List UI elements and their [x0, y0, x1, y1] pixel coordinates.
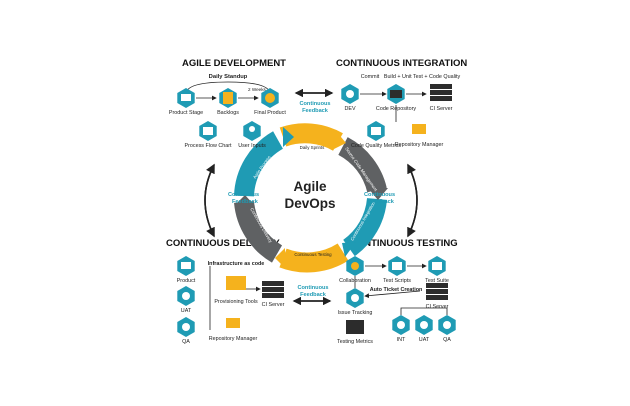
user-inputs-node: User Inputs [238, 121, 266, 149]
product-icon [181, 262, 191, 269]
feedback-right: Continuous Feedback [364, 163, 418, 238]
svg-text:Test Scripts: Test Scripts [383, 278, 411, 284]
provisioning-node: Provisioning Tools [214, 276, 258, 305]
test-scripts-node: Test Scripts [383, 256, 411, 284]
tools-icon [226, 276, 246, 290]
cycle-label-ct: Continuous Testing [294, 252, 332, 257]
folder-icon [412, 124, 426, 134]
svg-text:Feedback: Feedback [232, 199, 259, 205]
svg-text:QA: QA [443, 337, 451, 343]
repo-manager-node-cd: Repository Manager [209, 318, 258, 342]
ci-server-node-ci: CI Server [430, 84, 453, 112]
section-title-cd: CONTINUOUS DELIVERY [166, 238, 280, 249]
section-title-ct: CONTINUOUS TESTING [350, 238, 458, 249]
svg-text:INT: INT [397, 337, 406, 343]
issue-tracking-node: Issue Tracking [338, 288, 373, 316]
metrics-icon [346, 320, 364, 334]
feedback-bottom: Continuous Feedback [292, 285, 332, 306]
ci-server-node-cd: CI Server [262, 281, 285, 308]
svg-text:CI Server: CI Server [262, 302, 285, 308]
cycle-label-daily-sprints: Daily Sprints [300, 145, 325, 150]
svg-text:CI Server: CI Server [426, 304, 449, 310]
code-icon [392, 262, 402, 270]
dev-icon [346, 90, 354, 98]
ct-uat-node: UAT [415, 315, 433, 343]
feedback-top: Continuous Feedback [294, 88, 334, 114]
ct-int-node: INT [392, 315, 410, 343]
svg-text:Issue Tracking: Issue Tracking [338, 310, 373, 316]
weeks-label: 2 Weeks [248, 87, 266, 92]
svg-text:Testing Metrics: Testing Metrics [337, 339, 373, 345]
svg-text:Final Product: Final Product [254, 110, 286, 116]
cycle-ring [234, 123, 388, 273]
section-title-agile: AGILE DEVELOPMENT [182, 58, 286, 69]
svg-text:Continuous: Continuous [297, 285, 328, 291]
repo-manager-node-ci: Repository Manager [395, 124, 444, 148]
qa-icon [182, 323, 190, 331]
daily-standup-label: Daily Standup [209, 74, 248, 80]
svg-text:Continuous: Continuous [364, 192, 395, 198]
svg-text:Product: Product [177, 278, 196, 284]
svg-text:UAT: UAT [419, 337, 430, 343]
svg-text:Repository Manager: Repository Manager [395, 142, 444, 148]
commit-label: Commit [361, 74, 380, 80]
svg-text:Process Flow Chart: Process Flow Chart [184, 143, 232, 149]
dev-node: DEV [341, 84, 359, 112]
product-stage-node: Product Stage [169, 88, 203, 116]
svg-text:UAT: UAT [181, 308, 192, 314]
code-quality-node: Code Quality Metrics [351, 121, 401, 149]
svg-text:User Inputs: User Inputs [238, 143, 266, 149]
svg-text:Code Quality Metrics: Code Quality Metrics [351, 143, 401, 149]
search-icon [351, 294, 359, 302]
test-suite-node: Test Suite [425, 256, 449, 284]
uat-icon [420, 321, 428, 329]
qa-icon [443, 321, 451, 329]
svg-text:Continuous: Continuous [299, 101, 330, 107]
feedback-left: Continuous Feedback [204, 163, 259, 238]
collaboration-icon [351, 262, 359, 270]
chart-icon [371, 127, 381, 135]
svg-text:QA: QA [182, 339, 190, 345]
ct-qa-node: QA [438, 315, 456, 343]
uat-icon [182, 292, 190, 300]
int-icon [397, 321, 405, 329]
center-title-line1: Agile [293, 179, 326, 194]
build-label: Build + Unit Test + Code Quality [384, 74, 461, 80]
folder-icon [226, 318, 240, 328]
svg-text:Feedback: Feedback [368, 199, 395, 205]
center-title-line2: DevOps [284, 196, 335, 211]
svg-text:Repository Manager: Repository Manager [209, 336, 258, 342]
svg-text:DEV: DEV [344, 106, 355, 112]
cd-qa-node: QA [177, 317, 195, 345]
suite-icon [432, 262, 442, 270]
svg-text:CI Server: CI Server [430, 106, 453, 112]
svg-text:Backlogs: Backlogs [217, 110, 239, 116]
ci-server-node-ct: CI Server [426, 283, 449, 310]
svg-text:Product Stage: Product Stage [169, 110, 203, 116]
flowchart-icon [203, 127, 213, 135]
svg-text:Continuous: Continuous [228, 192, 259, 198]
check-icon [265, 93, 275, 103]
backlogs-node: Backlogs [217, 88, 239, 116]
final-product-node: Final Product [254, 88, 286, 116]
user-icon [249, 126, 255, 132]
svg-text:Provisioning Tools: Provisioning Tools [214, 299, 258, 305]
svg-text:Feedback: Feedback [300, 292, 327, 298]
testing-metrics-node: Testing Metrics [337, 320, 373, 345]
cd-product-node: Product [177, 256, 196, 284]
iac-label: Infrastructure as code [208, 261, 265, 267]
product-icon [181, 94, 191, 101]
auto-ticket-label: Auto Ticket Creation [370, 287, 423, 293]
process-flow-node: Process Flow Chart [184, 121, 232, 149]
svg-text:Test Suite: Test Suite [425, 278, 449, 284]
cd-uat-node: UAT [177, 286, 195, 314]
database-icon [390, 90, 402, 98]
section-title-ci: CONTINUOUS INTEGRATION [336, 58, 467, 69]
svg-text:Feedback: Feedback [302, 108, 329, 114]
clipboard-icon [223, 92, 233, 104]
